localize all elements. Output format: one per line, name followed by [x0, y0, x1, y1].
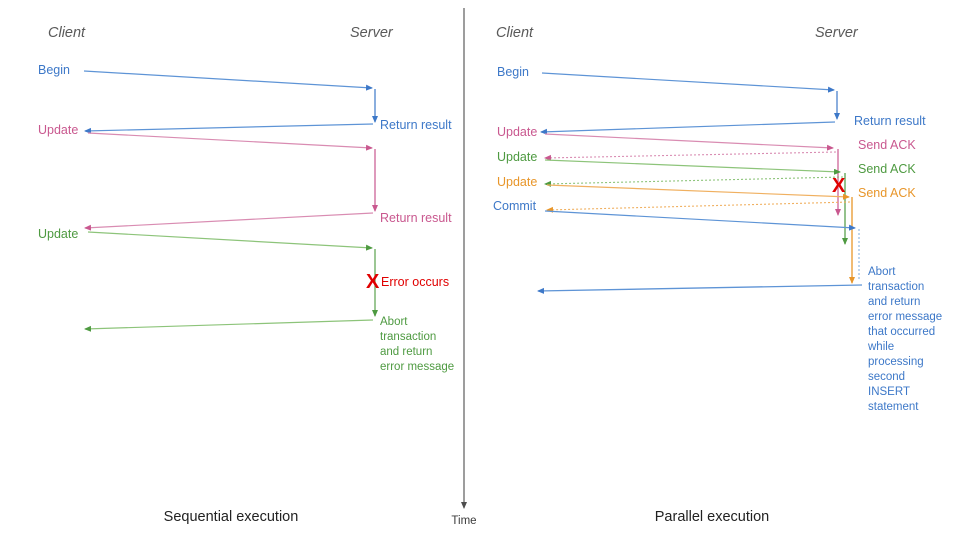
message-begin: Begin [497, 65, 835, 93]
arrow-return-result-2 [84, 212, 374, 231]
error-x-icon: X [832, 175, 846, 197]
message-update-3: Update [497, 175, 850, 200]
panel-caption-sequential: Sequential execution [164, 509, 299, 525]
arrow-begin [541, 72, 835, 93]
message-begin: Begin [38, 63, 373, 91]
message-commit: Commit [493, 199, 856, 231]
message-update-1: Update [38, 123, 373, 151]
error-marker-sequential: X Error occurs [366, 271, 449, 293]
message-label-return-result: Return result [854, 114, 926, 128]
arrow-return-result [540, 121, 836, 135]
note-line: error message [868, 311, 942, 323]
time-axis-label: Time [451, 515, 476, 527]
message-label-return-result-1: Return result [380, 118, 452, 132]
message-label-return-result-2: Return result [380, 211, 452, 225]
arrow-update-1 [87, 132, 373, 151]
message-label-update-1: Update [497, 125, 537, 139]
lane-header-server: Server [350, 25, 394, 41]
error-marker-parallel: X [832, 175, 846, 197]
message-label-begin: Begin [38, 63, 70, 77]
note-line: INSERT [868, 386, 910, 398]
message-label-update-3: Update [497, 175, 537, 189]
note-line: Abort [868, 266, 896, 278]
panel-caption-parallel: Parallel execution [655, 509, 769, 525]
note-line: and return [868, 296, 920, 308]
panel-sequential: Client Server Begin Return result Update [38, 25, 454, 525]
note-abort-parallel: Abort transaction and return error messa… [867, 266, 942, 413]
message-label-commit: Commit [493, 199, 537, 213]
arrow-update-2 [87, 231, 373, 251]
arrow-send-ack-3 [546, 201, 851, 213]
error-label: Error occurs [381, 275, 449, 289]
time-axis: Time [451, 8, 477, 527]
arrow-commit [544, 210, 856, 231]
note-abort-sequential: Abort transaction and return error messa… [380, 316, 454, 373]
lane-header-client: Client [496, 25, 534, 41]
arrow-update-1 [544, 133, 834, 151]
arrow-send-ack-1 [544, 151, 837, 161]
arrow-abort-parallel [537, 284, 863, 294]
arrow-send-ack-2 [544, 176, 844, 187]
note-line: transaction [868, 281, 924, 293]
message-label-update-2: Update [38, 227, 78, 241]
arrow-begin [83, 70, 373, 91]
note-line: processing [868, 356, 924, 368]
note-line: and return [380, 346, 432, 358]
message-label-send-ack-2: Send ACK [858, 162, 916, 176]
message-label-begin: Begin [497, 65, 529, 79]
arrow-update-2 [544, 159, 841, 175]
note-line: that occurred [868, 326, 935, 338]
message-return-result: Return result [540, 114, 926, 135]
message-return-result-1: Return result [84, 118, 452, 134]
message-return-result-2: Return result [84, 211, 452, 231]
note-line: second [868, 371, 905, 383]
error-x-icon: X [366, 271, 380, 293]
message-update-1: Update [497, 125, 834, 151]
lane-header-client: Client [48, 25, 86, 41]
note-line: statement [868, 401, 919, 413]
message-update-2: Update [497, 150, 841, 175]
message-label-send-ack-1: Send ACK [858, 138, 916, 152]
arrow-return-result-1 [84, 123, 374, 134]
note-line: error message [380, 361, 454, 373]
note-line: Abort [380, 316, 408, 328]
message-label-update-1: Update [38, 123, 78, 137]
arrow-abort-sequential [84, 319, 374, 332]
message-update-2: Update [38, 227, 373, 251]
note-line: transaction [380, 331, 436, 343]
arrow-update-3 [546, 184, 850, 200]
message-label-send-ack-3: Send ACK [858, 186, 916, 200]
lane-header-server: Server [815, 25, 859, 41]
note-line: while [867, 341, 894, 353]
panel-parallel: Client Server Begin Return result Update… [493, 25, 942, 525]
message-label-update-2: Update [497, 150, 537, 164]
